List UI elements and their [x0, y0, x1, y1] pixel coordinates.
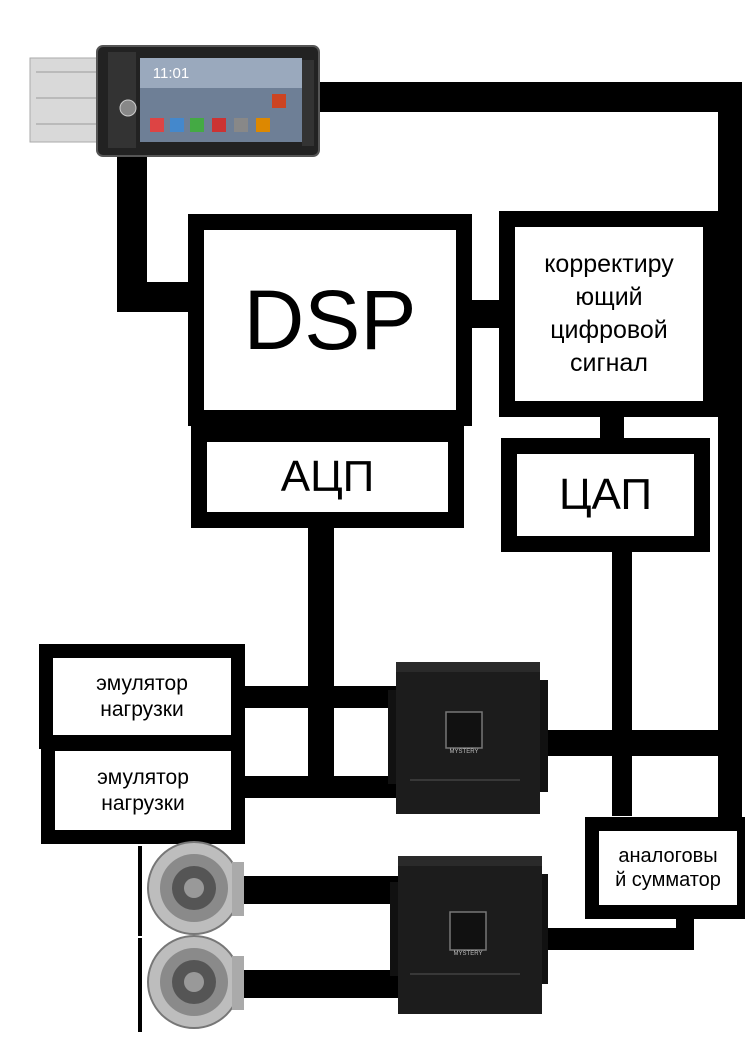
amplifier-1-brand: MYSTERY — [449, 749, 479, 756]
wire-adc-down — [308, 525, 334, 787]
dsp-box — [188, 214, 472, 426]
emulator2-box — [41, 737, 245, 844]
wire-headunit-to-dsp — [117, 282, 197, 312]
amplifier-1 — [388, 662, 548, 814]
amplifier-2-logo-icon — [449, 911, 487, 951]
emulator1-label: эмулятор нагрузки — [96, 672, 188, 721]
wire-emulator1 — [238, 686, 398, 708]
wire-amp1-right — [538, 730, 742, 756]
head-unit-bracket — [29, 57, 103, 143]
dsp-label: DSP — [243, 272, 417, 367]
block-boxes — [39, 211, 745, 919]
adc-box — [191, 426, 464, 528]
wire-summator-amp2 — [538, 928, 694, 950]
app-icons — [150, 94, 286, 132]
wire-speaker2-amp2 — [236, 970, 406, 998]
corrector-label: корректиру ющий цифровой сигнал — [544, 249, 674, 378]
dac-label: ЦАП — [558, 469, 653, 519]
wire-headunit-right — [312, 82, 732, 112]
wire-speaker1-amp2 — [236, 876, 406, 904]
wire-right-vertical — [718, 82, 742, 824]
speaker-2 — [138, 935, 244, 1032]
summator-box — [585, 817, 745, 919]
head-unit-buttons — [108, 52, 136, 148]
amplifier-2 — [390, 856, 548, 1014]
adc-label: АЦП — [280, 451, 375, 501]
wire-emulator2 — [238, 776, 398, 798]
head-unit — [29, 45, 320, 157]
amplifier-2-brand: MYSTERY — [453, 951, 483, 958]
corrector-box — [499, 211, 719, 417]
wire-headunit-down — [117, 150, 147, 290]
speaker-1 — [138, 841, 244, 936]
wire-corrector-dac — [600, 414, 624, 440]
summator-label: аналоговы й сумматор — [615, 845, 721, 891]
emulator2-label: эмулятор нагрузки — [97, 766, 189, 815]
amplifier-1-logo-icon — [445, 711, 483, 749]
wire-dac-down — [612, 548, 632, 816]
volume-knob-icon — [119, 99, 137, 117]
dac-box — [501, 438, 710, 552]
head-unit-clock: 11:01 — [152, 65, 190, 82]
